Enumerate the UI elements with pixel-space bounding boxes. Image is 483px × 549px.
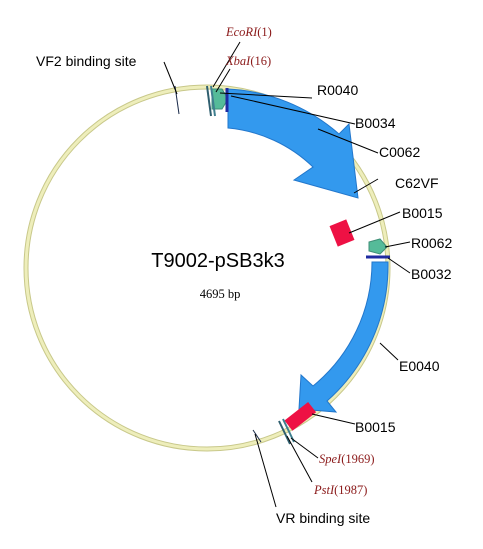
xbai-leader [215,68,231,93]
spei-position: (1969) [341,452,374,466]
e0040-arrow [298,261,389,413]
ecori-name: EcoRI [225,25,258,39]
label-ecori: EcoRI(1) [225,25,272,39]
vr-leader [254,433,277,508]
spei-leader [290,437,319,459]
leader-lines [163,41,411,508]
r0062-promoter [368,238,388,255]
ecori-leader [212,41,241,88]
xbai-site-mark [210,85,216,117]
label-r0062: R0062 [411,235,452,251]
b0034-leader [230,95,356,125]
r0040-promoter [211,88,229,110]
e0040-leader [379,342,399,361]
label-b0034: B0034 [355,115,396,131]
label-c0062: C0062 [379,144,420,160]
r0062-leader [384,241,411,248]
label-b0015-bottom: B0015 [355,419,396,435]
b0015-top-terminator [329,219,355,247]
ecori-position: (1) [257,25,272,39]
label-vr-binding-site: VR binding site [276,510,370,526]
vr-binding-mark [252,429,262,443]
b0015-bottom-leader [311,413,356,425]
c0062-leader [317,128,379,154]
ecori-site-mark [206,85,212,117]
psti-leader [286,435,313,483]
plasmid-name: T9002-pSB3k3 [151,250,284,272]
label-c62vf: C62VF [395,175,439,191]
c0062-arrow [227,88,359,199]
plasmid-size: 4695 bp [200,287,241,301]
label-b0015-top: B0015 [402,205,443,221]
spei-name: SpeI [319,452,342,466]
label-psti: PstI(1987) [313,483,367,497]
label-vf2-binding-site: VF2 binding site [36,53,137,69]
psti-position: (1987) [334,483,367,497]
psti-name: PstI [313,483,335,497]
c62vf-leader [353,178,379,194]
vf2-leader [163,61,178,95]
label-r0040: R0040 [317,82,358,98]
b0015-bottom-terminator [284,402,317,431]
label-b0032: B0032 [411,266,452,282]
xbai-position: (16) [250,54,271,68]
b0032-leader [387,257,411,274]
xbai-name: XbaI [225,54,251,68]
spei-site-mark [278,420,291,445]
psti-site-mark [282,418,295,443]
r0040-leader [219,92,313,99]
label-xbai: XbaI(16) [225,54,271,68]
label-e0040: E0040 [399,358,440,374]
label-spei: SpeI(1969) [319,452,375,466]
b0015-top-leader [348,211,401,234]
